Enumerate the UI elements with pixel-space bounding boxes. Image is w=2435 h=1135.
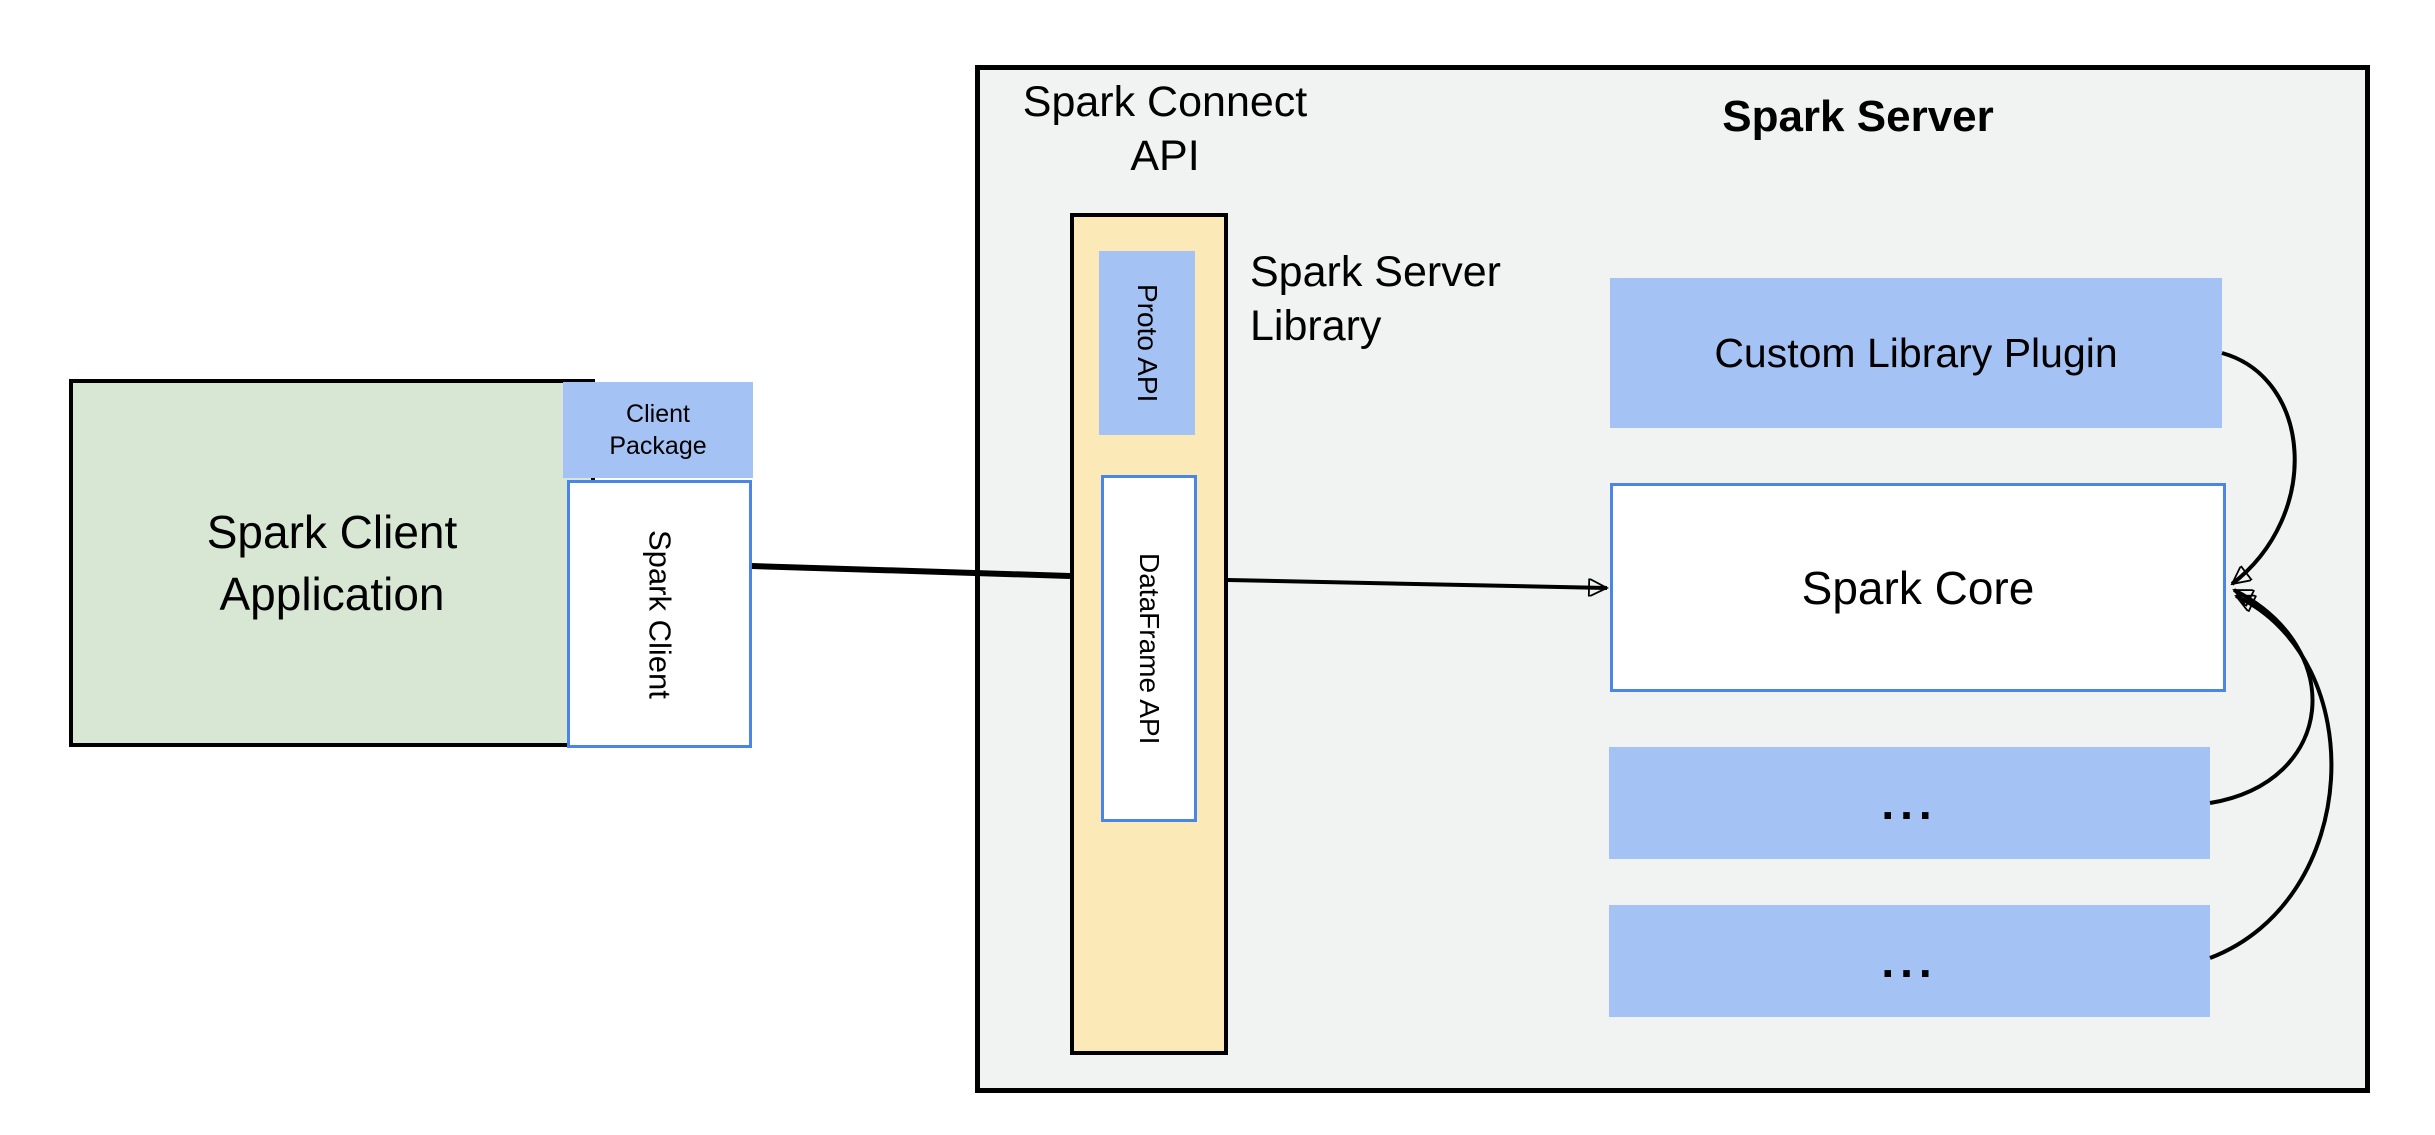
ellipsis-label-2: ... [1881, 935, 1938, 987]
spark-server-library-line1: Spark Server [1250, 248, 1501, 296]
ellipsis-label-1: ... [1881, 777, 1938, 829]
client-package-box: Client Package [563, 382, 753, 478]
proto-api-box: Proto API [1099, 251, 1195, 435]
dataframe-api-label: DataFrame API [1134, 552, 1165, 745]
proto-api-label: Proto API [1132, 283, 1163, 403]
client-package-label: Client Package [609, 398, 706, 462]
spark-connect-api-line1: Spark Connect [1022, 78, 1308, 126]
spark-server-title: Spark Server [1722, 92, 1994, 141]
spark-client-label: Spark Client [642, 529, 678, 699]
dataframe-api-box: DataFrame API [1101, 475, 1197, 822]
spark-client-application-line1: Spark Client [206, 506, 458, 558]
spark-connect-api-label: Spark Connect API [1005, 75, 1325, 183]
spark-core-box: Spark Core [1610, 483, 2226, 692]
spark-connect-api-line2: API [1130, 132, 1200, 180]
spark-connect-api-bar: Proto API DataFrame API [1070, 213, 1228, 1055]
spark-client-box: Spark Client [567, 480, 752, 748]
spark-server-library-label: Spark Server Library [1250, 245, 1590, 353]
spark-core-label: Spark Core [1801, 561, 2035, 614]
spark-client-application-line2: Application [219, 568, 445, 620]
custom-library-plugin-box: Custom Library Plugin [1610, 278, 2222, 428]
spark-client-application-box: Spark Client Application [69, 379, 595, 747]
ellipsis-box-1: ... [1609, 747, 2210, 859]
spark-server-library-line2: Library [1250, 302, 1382, 350]
spark-client-application-label: Spark Client Application [207, 501, 458, 625]
client-package-line1: Client [626, 400, 690, 428]
custom-library-plugin-label: Custom Library Plugin [1714, 329, 2118, 376]
spark-server-container: Spark Connect API Spark Server Proto API… [975, 65, 2370, 1093]
client-package-line2: Package [609, 432, 707, 460]
ellipsis-box-2: ... [1609, 905, 2210, 1017]
